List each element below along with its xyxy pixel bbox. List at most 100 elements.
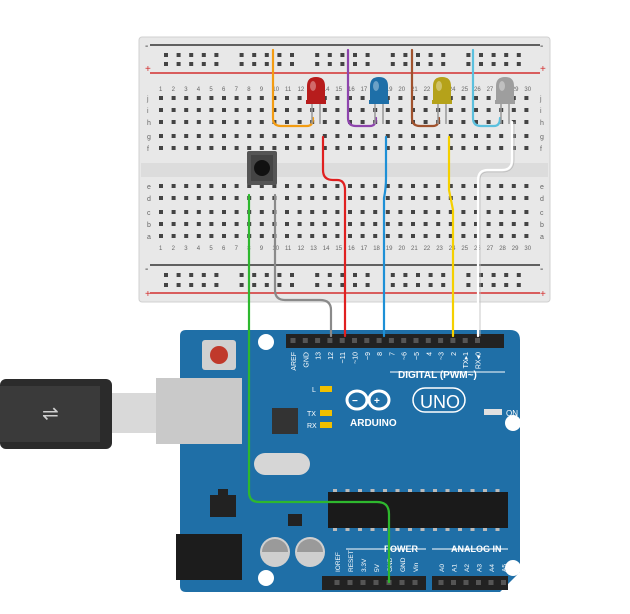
breadboard-hole[interactable]: [398, 234, 403, 238]
breadboard-hole[interactable]: [285, 184, 289, 188]
breadboard-hole[interactable]: [196, 134, 201, 138]
breadboard-hole[interactable]: [436, 146, 441, 150]
power-pin[interactable]: [412, 580, 418, 585]
breadboard-hole[interactable]: [171, 146, 176, 150]
breadboard-hole[interactable]: [234, 234, 239, 238]
breadboard-hole[interactable]: [398, 146, 403, 150]
breadboard-hole[interactable]: [322, 184, 327, 188]
breadboard-hole[interactable]: [423, 222, 428, 226]
breadboard-hole[interactable]: [486, 96, 491, 100]
breadboard-hole[interactable]: [184, 210, 189, 214]
breadboard-hole[interactable]: [524, 184, 529, 188]
breadboard-hole[interactable]: [222, 120, 226, 124]
breadboard-hole[interactable]: [247, 134, 252, 138]
digital-pin[interactable]: [352, 338, 357, 343]
rail-hole[interactable]: [252, 283, 257, 287]
breadboard-hole[interactable]: [322, 196, 327, 200]
yellow-led[interactable]: [432, 77, 452, 124]
digital-pin[interactable]: [401, 338, 407, 343]
breadboard-hole[interactable]: [196, 184, 201, 188]
breadboard-hole[interactable]: [285, 120, 289, 124]
breadboard-hole[interactable]: [259, 146, 264, 150]
rail-hole[interactable]: [340, 53, 345, 57]
breadboard-hole[interactable]: [196, 196, 201, 200]
rail-hole[interactable]: [466, 273, 471, 277]
breadboard-hole[interactable]: [272, 134, 277, 138]
breadboard-hole[interactable]: [474, 184, 478, 188]
breadboard-hole[interactable]: [398, 134, 403, 138]
breadboard-hole[interactable]: [423, 196, 428, 200]
breadboard-hole[interactable]: [297, 120, 302, 124]
breadboard-hole[interactable]: [285, 96, 289, 100]
breadboard-hole[interactable]: [234, 210, 239, 214]
rail-hole[interactable]: [504, 53, 509, 57]
rail-hole[interactable]: [176, 273, 181, 277]
rail-hole[interactable]: [390, 62, 395, 66]
breadboard-hole[interactable]: [297, 210, 302, 214]
breadboard-hole[interactable]: [297, 134, 302, 138]
breadboard-hole[interactable]: [297, 222, 302, 226]
rail-hole[interactable]: [239, 53, 244, 57]
rail-hole[interactable]: [353, 283, 357, 287]
rail-hole[interactable]: [277, 273, 282, 277]
breadboard-hole[interactable]: [310, 222, 315, 226]
rail-hole[interactable]: [290, 62, 294, 66]
breadboard-hole[interactable]: [348, 222, 352, 226]
breadboard-hole[interactable]: [448, 234, 453, 238]
rail-hole[interactable]: [164, 53, 168, 57]
rail-hole[interactable]: [264, 62, 269, 66]
breadboard-hole[interactable]: [499, 234, 504, 238]
breadboard-hole[interactable]: [259, 120, 264, 124]
breadboard-hole[interactable]: [524, 222, 529, 226]
breadboard-hole[interactable]: [234, 96, 239, 100]
breadboard-hole[interactable]: [486, 222, 491, 226]
rail-hole[interactable]: [365, 53, 370, 57]
rail-hole[interactable]: [189, 53, 194, 57]
rail-hole[interactable]: [264, 283, 269, 287]
rail-hole[interactable]: [239, 62, 244, 66]
breadboard-hole[interactable]: [474, 96, 478, 100]
breadboard-hole[interactable]: [474, 134, 478, 138]
breadboard-hole[interactable]: [385, 184, 390, 188]
breadboard-hole[interactable]: [486, 210, 491, 214]
breadboard-hole[interactable]: [322, 134, 327, 138]
breadboard-hole[interactable]: [385, 196, 390, 200]
breadboard-hole[interactable]: [486, 234, 491, 238]
breadboard-hole[interactable]: [184, 134, 189, 138]
breadboard-hole[interactable]: [411, 184, 415, 188]
breadboard-hole[interactable]: [423, 146, 428, 150]
breadboard-hole[interactable]: [247, 108, 252, 112]
breadboard-hole[interactable]: [411, 146, 415, 150]
rail-hole[interactable]: [214, 62, 219, 66]
digital-pin[interactable]: [327, 338, 333, 343]
breadboard-hole[interactable]: [335, 146, 340, 150]
breadboard-hole[interactable]: [171, 120, 176, 124]
breadboard-hole[interactable]: [348, 184, 352, 188]
rail-hole[interactable]: [403, 62, 408, 66]
breadboard-hole[interactable]: [474, 196, 478, 200]
rail-hole[interactable]: [466, 283, 471, 287]
breadboard-hole[interactable]: [222, 234, 226, 238]
breadboard-hole[interactable]: [524, 134, 529, 138]
breadboard-hole[interactable]: [398, 210, 403, 214]
breadboard-hole[interactable]: [461, 120, 466, 124]
breadboard-hole[interactable]: [461, 222, 466, 226]
rail-hole[interactable]: [164, 62, 168, 66]
rail-hole[interactable]: [365, 283, 370, 287]
rail-hole[interactable]: [290, 273, 294, 277]
breadboard-hole[interactable]: [222, 184, 226, 188]
breadboard-hole[interactable]: [360, 234, 365, 238]
breadboard-hole[interactable]: [285, 196, 289, 200]
breadboard-hole[interactable]: [335, 196, 340, 200]
breadboard-hole[interactable]: [159, 184, 163, 188]
breadboard-hole[interactable]: [196, 210, 201, 214]
rail-hole[interactable]: [327, 273, 332, 277]
breadboard-hole[interactable]: [247, 184, 252, 188]
breadboard-hole[interactable]: [259, 184, 264, 188]
breadboard-hole[interactable]: [398, 184, 403, 188]
breadboard-hole[interactable]: [373, 234, 378, 238]
breadboard-hole[interactable]: [448, 210, 453, 214]
rail-hole[interactable]: [315, 62, 320, 66]
rail-hole[interactable]: [416, 53, 420, 57]
analog-pin[interactable]: [451, 580, 456, 585]
